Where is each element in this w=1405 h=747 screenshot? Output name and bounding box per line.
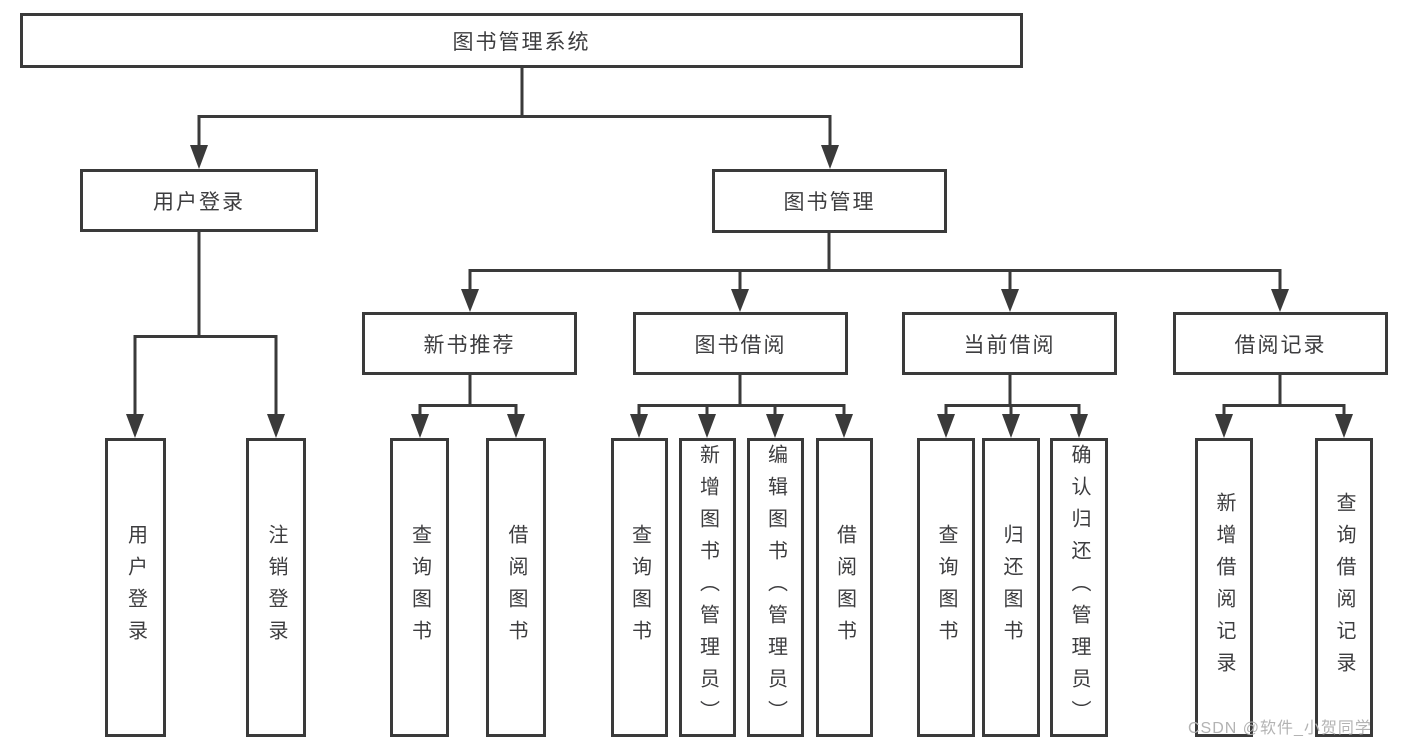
node-current-borrow-label: 当前借阅: [963, 333, 1056, 357]
leaf-query-book-3-label: 查询图书: [935, 523, 957, 652]
leaf-edit-book-admin-label: 编辑图书（管理员）: [764, 443, 787, 732]
leaf-borrow-book-2-label: 借阅图书: [833, 523, 856, 652]
leaf-add-borrow-record: 新增借阅记录: [1195, 438, 1253, 737]
leaf-add-borrow-record-label: 新增借阅记录: [1213, 491, 1235, 684]
node-borrow-records-label: 借阅记录: [1234, 333, 1327, 357]
leaf-return-book: 归还图书: [982, 438, 1040, 737]
node-book-management-label: 图书管理: [783, 191, 876, 214]
leaf-query-book-2-label: 查询图书: [628, 523, 651, 652]
leaf-logout-label: 注销登录: [265, 523, 287, 652]
node-current-borrow: 当前借阅: [902, 312, 1117, 375]
leaf-query-borrow-record-label: 查询借阅记录: [1333, 491, 1355, 684]
leaf-query-book-1: 查询图书: [390, 438, 449, 737]
node-new-book-recommend-label: 新书推荐: [423, 333, 516, 357]
leaf-user-login: 用户登录: [105, 438, 166, 737]
csdn-watermark: CSDN @软件_小贺同学: [1188, 720, 1372, 737]
leaf-borrow-book-1: 借阅图书: [486, 438, 546, 737]
leaf-borrow-book-2: 借阅图书: [816, 438, 873, 737]
node-library-system: 图书管理系统: [20, 13, 1023, 68]
leaf-query-borrow-record: 查询借阅记录: [1315, 438, 1373, 737]
node-library-system-label: 图书管理系统: [452, 30, 591, 54]
leaf-user-login-label: 用户登录: [124, 523, 147, 652]
leaf-logout: 注销登录: [246, 438, 306, 737]
node-book-borrow-label: 图书借阅: [694, 333, 787, 357]
leaf-return-book-label: 归还图书: [1000, 523, 1022, 652]
node-book-management: 图书管理: [712, 169, 947, 233]
leaf-query-book-2: 查询图书: [611, 438, 668, 737]
leaf-add-book-admin: 新增图书（管理员）: [679, 438, 736, 737]
leaf-confirm-return-admin: 确认归还（管理员）: [1050, 438, 1108, 737]
leaf-edit-book-admin: 编辑图书（管理员）: [747, 438, 804, 737]
node-user-login: 用户登录: [80, 169, 318, 232]
leaf-confirm-return-admin-label: 确认归还（管理员）: [1068, 443, 1090, 732]
node-borrow-records: 借阅记录: [1173, 312, 1388, 375]
leaf-add-book-admin-label: 新增图书（管理员）: [696, 443, 719, 732]
leaf-borrow-book-1-label: 借阅图书: [505, 523, 527, 652]
node-new-book-recommend: 新书推荐: [362, 312, 577, 375]
node-book-borrow: 图书借阅: [633, 312, 848, 375]
leaf-query-book-3: 查询图书: [917, 438, 975, 737]
leaf-query-book-1-label: 查询图书: [408, 523, 431, 652]
node-user-login-label: 用户登录: [153, 190, 245, 214]
